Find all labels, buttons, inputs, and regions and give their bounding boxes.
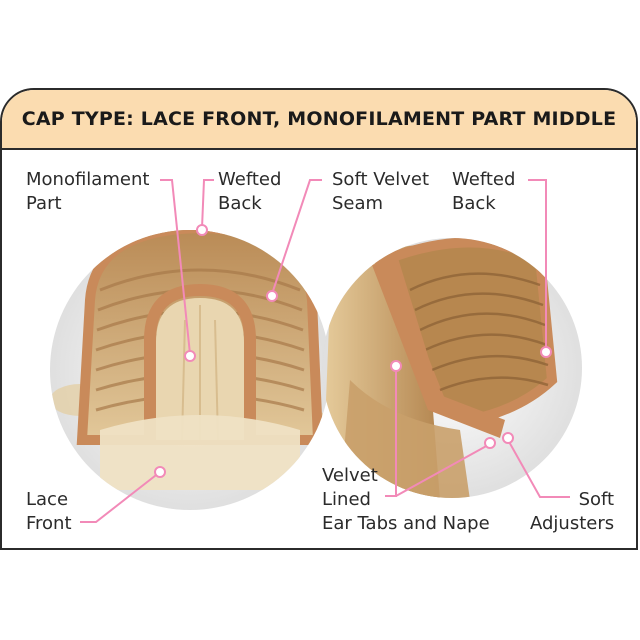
left-cap-view bbox=[50, 230, 330, 510]
leader-monofilament bbox=[160, 179, 191, 355]
banner-title: CAP TYPE: LACE FRONT, MONOFILAMENT PART … bbox=[21, 108, 617, 130]
leader-dots bbox=[154, 224, 552, 478]
right-cap-view bbox=[322, 238, 582, 498]
leader-lines bbox=[80, 179, 570, 523]
leader-adjusters bbox=[507, 439, 570, 498]
label-lace-front: Lace Front bbox=[26, 489, 72, 534]
label-monofilament-part: Monofilament Part bbox=[26, 169, 150, 214]
label-wefted-back-left: Wefted Back bbox=[218, 169, 282, 214]
label-soft-adjusters: Soft Adjusters bbox=[530, 489, 615, 534]
leader-lace-front bbox=[80, 471, 161, 523]
title-banner: CAP TYPE: LACE FRONT, MONOFILAMENT PART … bbox=[2, 90, 636, 150]
label-soft-velvet-seam: Soft Velvet Seam bbox=[332, 169, 430, 214]
leader-velvet-seam bbox=[271, 179, 322, 295]
leader-wefted-back-left bbox=[201, 179, 214, 229]
leader-wefted-back-right bbox=[528, 179, 547, 350]
label-velvet-lined: Velvet Lined Ear Tabs and Nape bbox=[322, 465, 490, 534]
leader-nape bbox=[395, 443, 491, 497]
label-wefted-back-right: Wefted Back bbox=[452, 169, 516, 214]
